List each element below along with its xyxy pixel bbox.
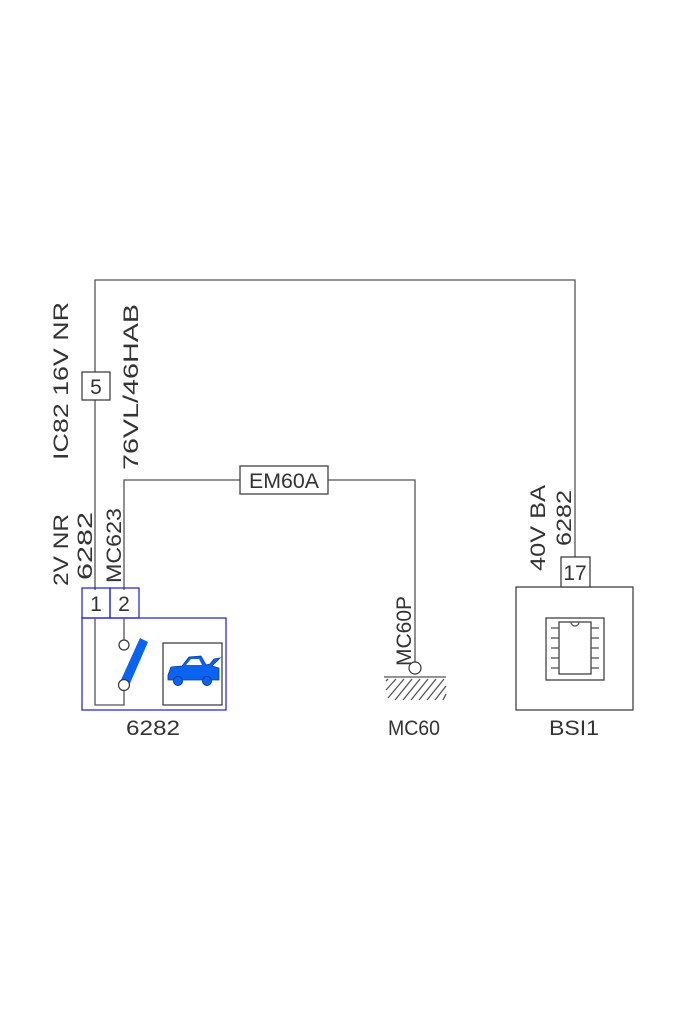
component-bsi1-label: BSI1 — [549, 717, 599, 740]
car-trunk-icon — [162, 642, 223, 706]
ground-mc60-label: MC60 — [388, 717, 440, 740]
splice-label: EM60A — [249, 470, 319, 493]
wire-label-40v-ba: 40V BA — [527, 485, 550, 571]
component-6282-switch[interactable]: 1 2 — [81, 587, 227, 711]
component-bsi1[interactable]: 17 — [515, 556, 634, 711]
ground-mc60[interactable] — [384, 661, 447, 701]
wire-label-6282-right: 6282 — [553, 490, 576, 546]
switch-return-wire — [94, 618, 125, 706]
wire-mc60p — [328, 479, 416, 662]
wire-label-ic82: IC82 16V NR — [50, 302, 73, 460]
component-6282-label: 6282 — [126, 717, 180, 740]
wire-label-mc623: MC623 — [103, 508, 126, 583]
ground-hatch-icon — [385, 678, 447, 701]
pin-2-label: 2 — [118, 593, 130, 616]
wire-label-mc60p: MC60P — [393, 596, 416, 666]
switch-outline — [81, 617, 227, 711]
wire-label-76vl: 76VL/46HAB — [120, 304, 143, 470]
switch-contact-top — [118, 639, 130, 651]
pin-17[interactable]: 17 — [560, 556, 591, 588]
splice-em60a[interactable]: EM60A — [239, 465, 329, 495]
pin-2[interactable]: 2 — [109, 587, 140, 619]
pin-1[interactable]: 1 — [81, 587, 111, 619]
wire-mc623 — [123, 479, 240, 590]
wires — [94, 279, 576, 662]
connector-5-label: 5 — [90, 376, 102, 399]
pin-1-label: 1 — [90, 593, 102, 616]
ground-point-icon — [408, 661, 422, 675]
switch-contact-bottom — [117, 678, 131, 692]
switch-blade-icon — [120, 638, 148, 688]
ic-chip-icon — [545, 617, 605, 681]
wire-label-2v-nr: 2V NR — [50, 514, 73, 586]
wire-main-loop — [94, 279, 576, 590]
connector-5[interactable]: 5 — [81, 371, 111, 401]
pin-17-label: 17 — [563, 562, 586, 585]
wire-label-6282-left: 6282 — [74, 512, 97, 580]
